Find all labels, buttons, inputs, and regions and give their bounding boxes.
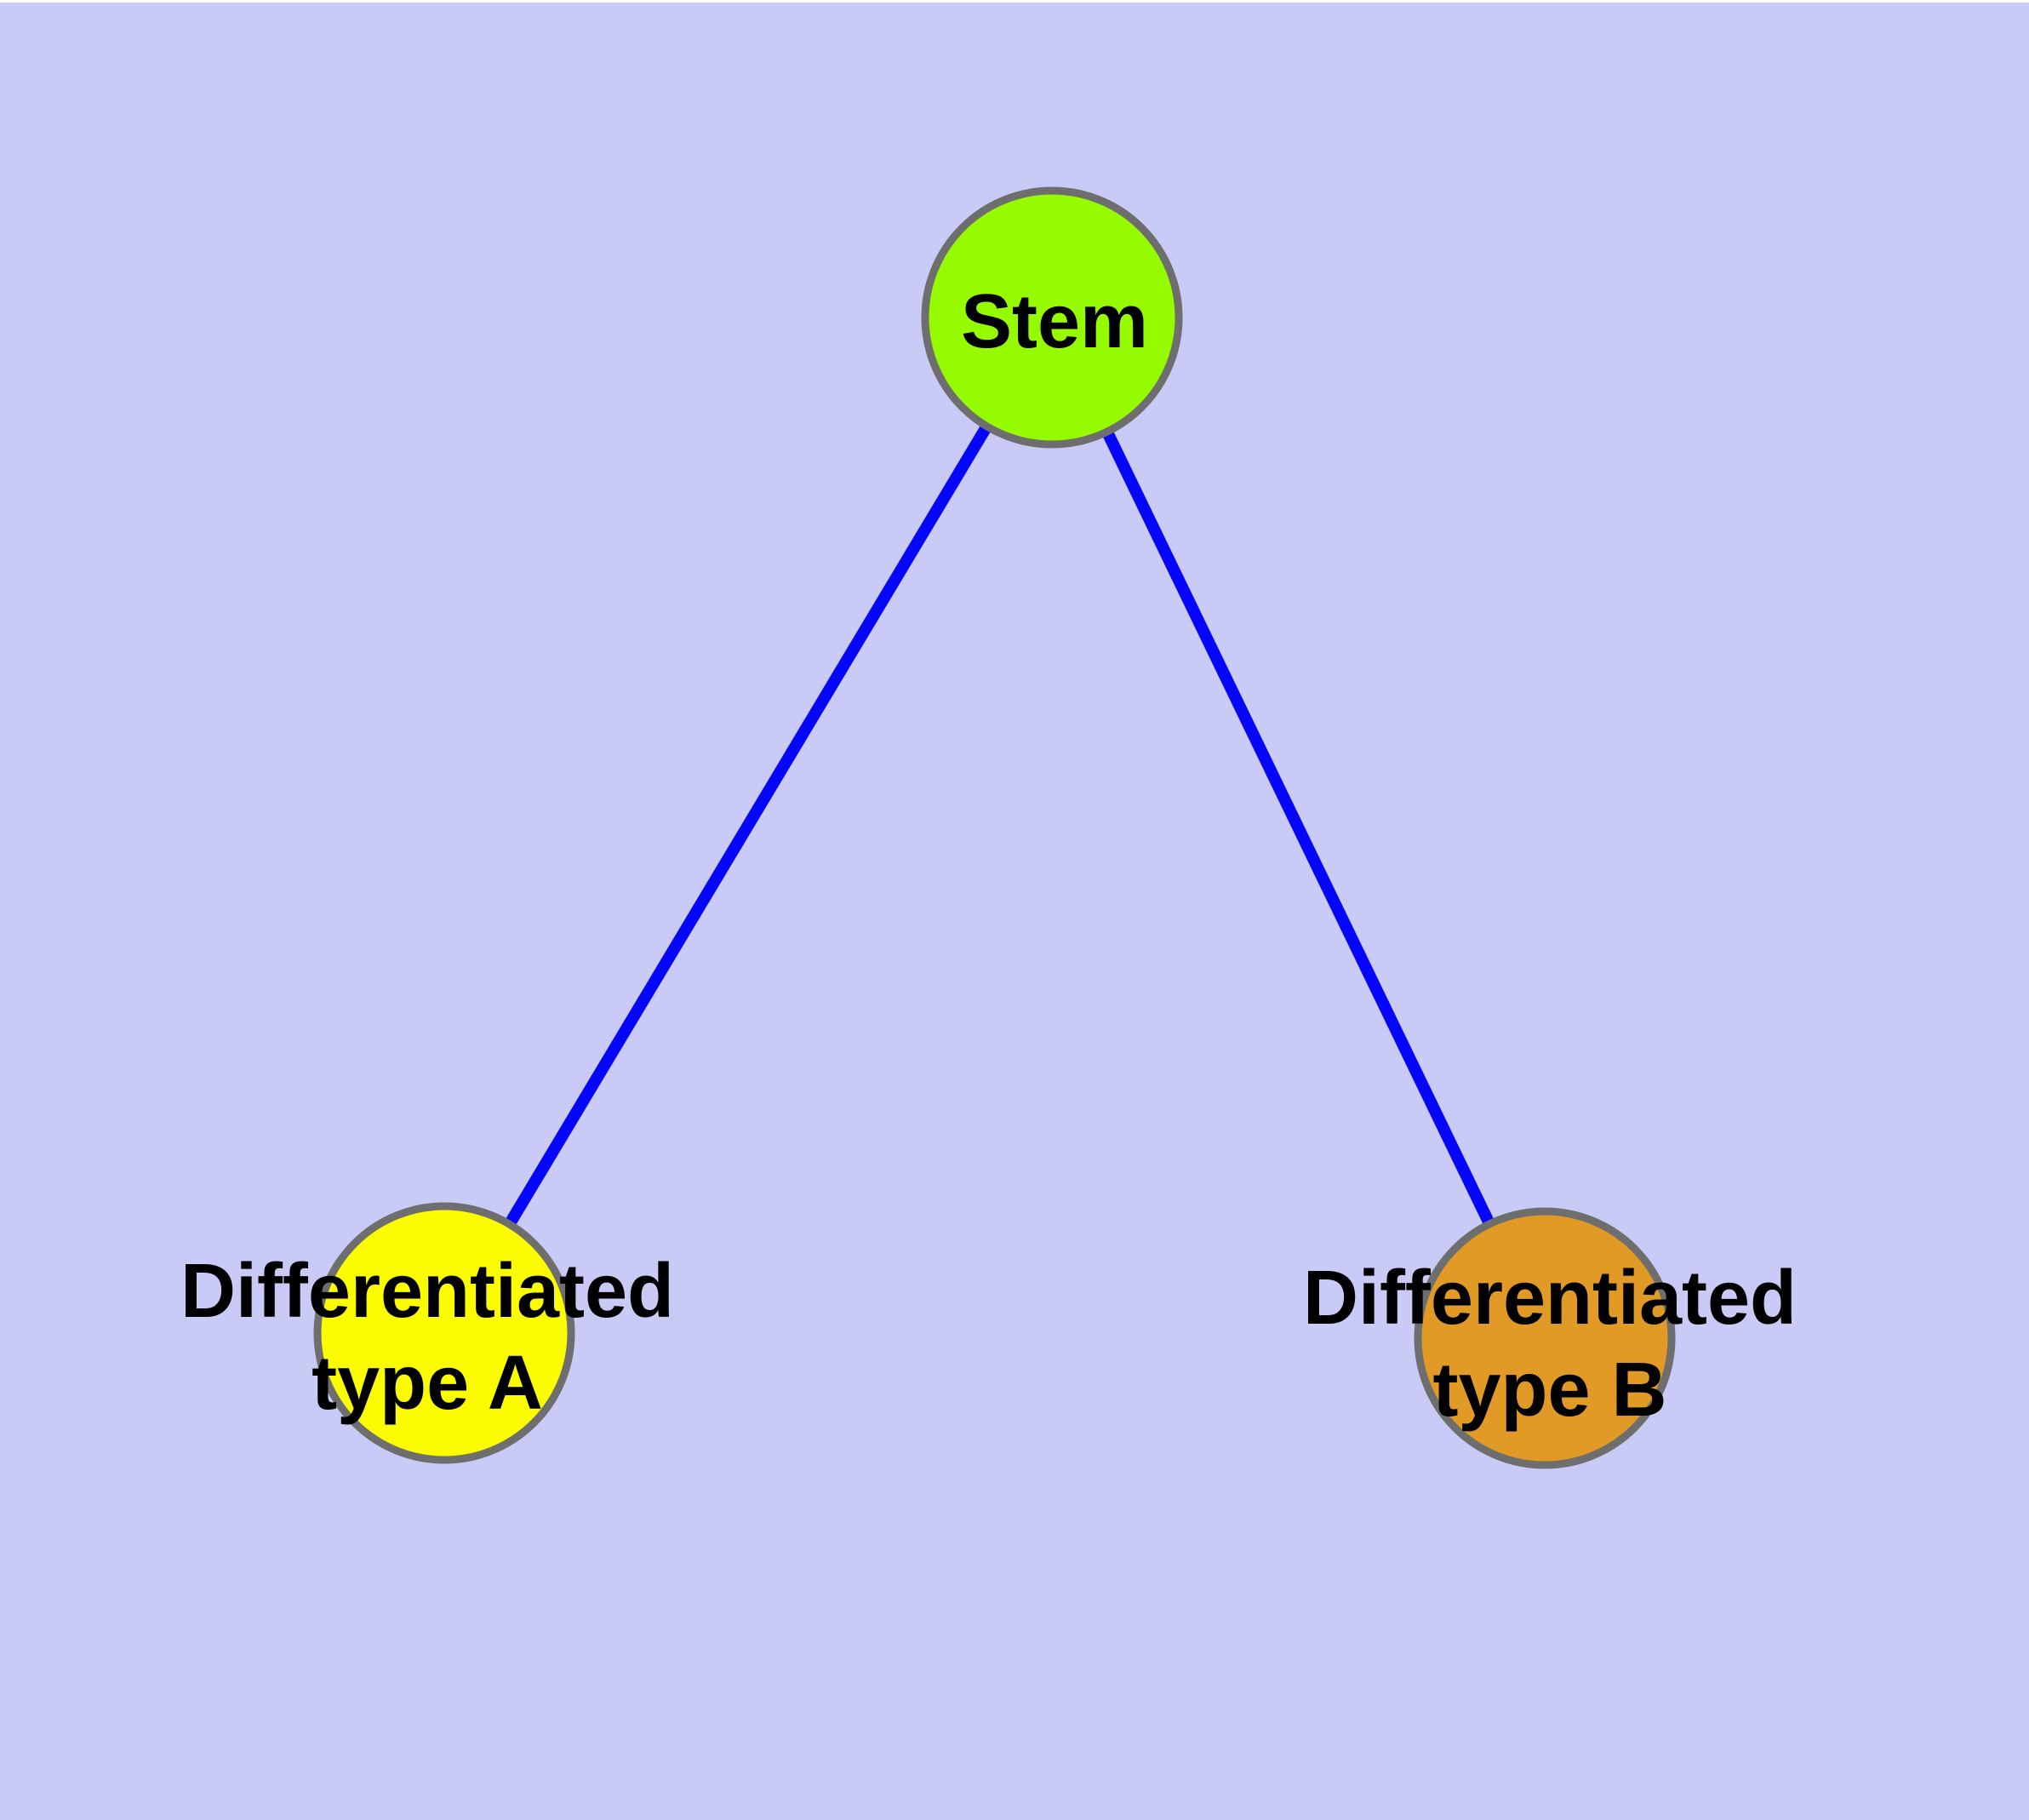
node-type-a-label-line2: type A	[311, 1341, 543, 1426]
node-type-b-label-line2: type B	[1432, 1348, 1666, 1433]
node-stem-circle	[921, 186, 1183, 449]
node-type-a-circle	[313, 1202, 575, 1464]
edge-stem-to-type-b	[1046, 314, 1551, 1342]
edge-stem-to-type-a	[438, 314, 1058, 1336]
node-type-b-circle	[1414, 1207, 1676, 1469]
node-type-b-label-line1: Differentiated	[1303, 1256, 1797, 1341]
node-type-a-label-line1: Differentiated	[180, 1249, 674, 1334]
node-stem-label: Stem	[961, 279, 1148, 364]
